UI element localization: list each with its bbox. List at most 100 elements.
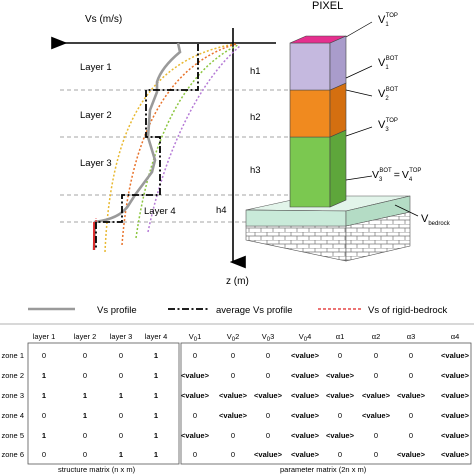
- legend-label-rigid-bedrock: Vs of rigid-bedrock: [368, 305, 447, 316]
- parameter-cell: 0: [409, 411, 413, 420]
- parameter-cell: <value>: [441, 411, 470, 420]
- parameter-cell: <value>: [441, 450, 470, 459]
- parameter-cell: <value>: [291, 450, 320, 459]
- zone-label: zone 4: [1, 411, 24, 420]
- vs-axis-label: Vs (m/s): [85, 14, 122, 25]
- parameter-cell: <value>: [181, 391, 210, 400]
- label-v1-bot: V1BOT: [378, 56, 398, 71]
- structure-cell: 1: [119, 450, 123, 459]
- structure-cell: 0: [83, 450, 87, 459]
- structure-cell: 1: [154, 371, 158, 380]
- structure-header: layer 3: [110, 332, 133, 341]
- parameter-cell: 0: [338, 411, 342, 420]
- parameter-cell: <value>: [291, 371, 320, 380]
- parameter-cell: <value>: [441, 351, 470, 360]
- pillar-layer3-side: [329, 129, 347, 208]
- label-v1-top: V1TOP: [378, 13, 398, 28]
- parameter-header: V04: [299, 332, 312, 343]
- parameter-cell: <value>: [326, 431, 355, 440]
- parameter-cell: <value>: [362, 411, 391, 420]
- parameter-cell: 0: [193, 450, 197, 459]
- structure-cell: 1: [154, 450, 158, 459]
- vs-profile-line: [92, 42, 182, 251]
- parameter-cell: 0: [374, 431, 378, 440]
- parameter-cell: <value>: [219, 411, 248, 420]
- parameter-header: α4: [451, 332, 460, 341]
- leader-v3bot: [345, 175, 373, 181]
- parameter-cell: 0: [266, 431, 270, 440]
- pillar-top: [289, 35, 347, 44]
- structure-matrix-box: [27, 342, 180, 465]
- pixel-pillar: PIXEL V1TOP V1BOT V2BOT V3TOP V3BOT=V4TO…: [245, 0, 451, 262]
- structure-cell: 0: [119, 411, 123, 420]
- pixel-title: PIXEL: [312, 0, 343, 12]
- parameter-cell: <value>: [219, 391, 248, 400]
- parameter-cell: <value>: [441, 391, 470, 400]
- parameter-cell: 0: [266, 371, 270, 380]
- label-v3-top: V3TOP: [378, 118, 398, 133]
- parameter-header: α3: [407, 332, 416, 341]
- structure-matrix-caption: structure matrix (n x m): [58, 465, 136, 474]
- parameter-cell: 0: [231, 371, 235, 380]
- curve-green: [135, 44, 239, 239]
- height-label-4: h4: [216, 205, 227, 216]
- zone-label: zone 6: [1, 450, 24, 459]
- parameter-cell: 0: [374, 450, 378, 459]
- leader-bedrock: [394, 204, 419, 217]
- leader-v1top: [345, 21, 373, 38]
- parameter-cell: 0: [409, 431, 413, 440]
- parameter-cell: 0: [409, 351, 413, 360]
- parameter-cell: <value>: [291, 411, 320, 420]
- legend-label-vs-profile: Vs profile: [97, 305, 137, 316]
- structure-cell: 1: [154, 351, 158, 360]
- structure-header: layer 2: [74, 332, 97, 341]
- parameter-cell: 0: [193, 411, 197, 420]
- parameter-cell: <value>: [291, 351, 320, 360]
- parameter-cell: 0: [374, 351, 378, 360]
- structure-cell: 0: [83, 351, 87, 360]
- parameter-cell: 0: [338, 450, 342, 459]
- bedrock-bricks-front: [245, 225, 347, 262]
- curve-yellow: [104, 43, 236, 253]
- leader-v1bot: [345, 65, 373, 79]
- structure-cell: 1: [42, 391, 46, 400]
- parameter-header: V03: [262, 332, 275, 343]
- zone-label: zone 2: [1, 371, 24, 380]
- z-axis-label: z (m): [226, 276, 249, 287]
- layer-label-2: Layer 2: [80, 110, 112, 121]
- zone-label: zone 1: [1, 351, 24, 360]
- parameter-cell: <value>: [291, 431, 320, 440]
- parameter-cell: <value>: [326, 391, 355, 400]
- parameter-cell: 0: [231, 351, 235, 360]
- parameter-cell: <value>: [397, 450, 426, 459]
- structure-cell: 1: [154, 411, 158, 420]
- layer-label-1: Layer 1: [80, 62, 112, 73]
- structure-cell: 0: [42, 450, 46, 459]
- structure-cell: 1: [119, 391, 123, 400]
- profile-chart: Vs (m/s) z (m) Layer 1 Layer 2 Layer 3 L…: [51, 14, 290, 287]
- parameter-cell: <value>: [291, 391, 320, 400]
- height-label-1: h1: [250, 66, 261, 77]
- pillar-layer1-side: [329, 35, 347, 91]
- pillar-layer1-front: [289, 42, 331, 91]
- zone-label: zone 3: [1, 391, 24, 400]
- zone-label: zone 5: [1, 431, 24, 440]
- structure-cell: 0: [83, 431, 87, 440]
- structure-cell: 0: [42, 351, 46, 360]
- parameter-cell: 0: [374, 371, 378, 380]
- parameter-cell: <value>: [362, 391, 391, 400]
- parameter-cell: 0: [231, 450, 235, 459]
- leader-v3top: [345, 126, 373, 137]
- parameter-cell: <value>: [181, 371, 210, 380]
- parameter-matrix-caption: parameter matrix (2n x m): [280, 465, 367, 474]
- parameter-matrix-box: [180, 342, 472, 465]
- parameter-header: V01: [189, 332, 202, 343]
- parameter-cell: 0: [266, 351, 270, 360]
- legend: Vs profile average Vs profile Vs of rigi…: [28, 305, 447, 316]
- structure-cell: 1: [83, 411, 87, 420]
- parameter-cell: 0: [409, 371, 413, 380]
- layer-label-3: Layer 3: [80, 158, 112, 169]
- parameter-cell: <value>: [254, 450, 283, 459]
- parameter-cell: <value>: [326, 371, 355, 380]
